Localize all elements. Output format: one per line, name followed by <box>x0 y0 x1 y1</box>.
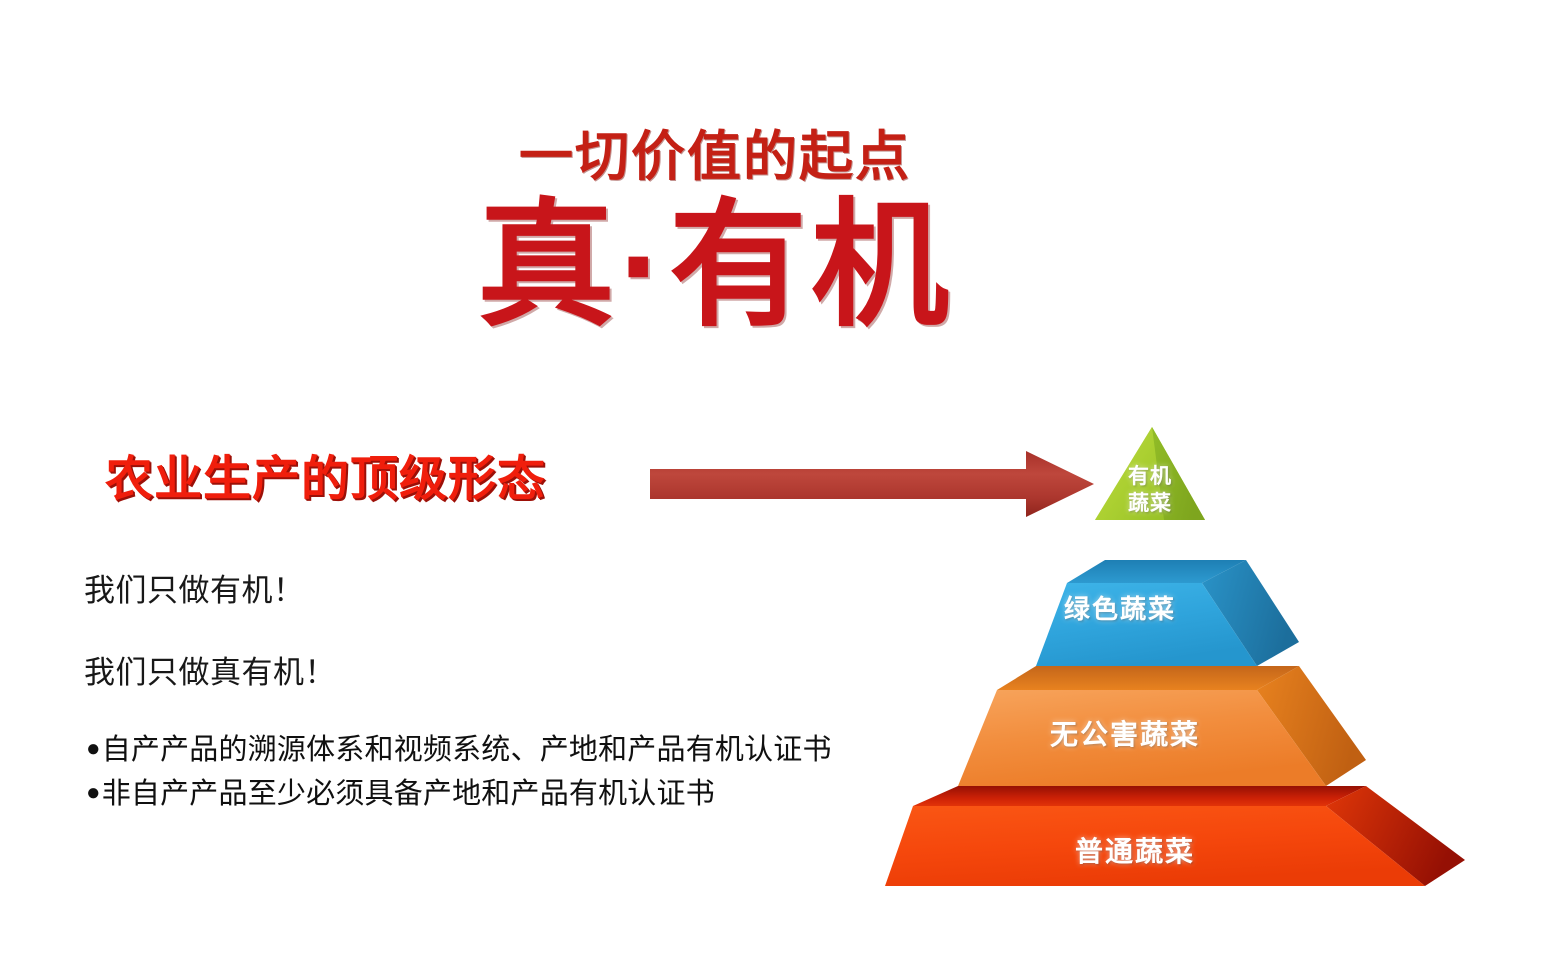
pyramid-tier-ordinary <box>885 786 1465 886</box>
bullet-dot-icon: ● <box>86 735 101 762</box>
statement-line-1: 我们只做有机！ <box>84 573 305 608</box>
bullet-text-2: 非自产产品至少必须具备产地和产品有机认证书 <box>101 778 715 810</box>
pyramid-tier-pollution-free <box>958 666 1366 786</box>
bullet-item-2: ●非自产产品至少必须具备产地和产品有机认证书 <box>86 774 715 813</box>
pyramid-tier-organic <box>1095 427 1205 520</box>
bullet-text-1: 自产产品的溯源体系和视频系统、产地和产品有机认证书 <box>101 734 832 766</box>
bullet-dot-icon: ● <box>86 779 101 806</box>
right-arrow-icon <box>648 449 1096 519</box>
bullet-item-1: ●自产产品的溯源体系和视频系统、产地和产品有机认证书 <box>86 730 832 769</box>
slide-main-title: 真·有机 <box>477 189 953 343</box>
statement-line-2: 我们只做真有机！ <box>84 655 336 690</box>
section-heading: 农业生产的顶级形态 <box>105 453 547 506</box>
quality-pyramid-diagram <box>858 408 1498 908</box>
slide-subtitle: 一切价值的起点 <box>519 127 911 187</box>
pyramid-tier-green-vegetable <box>1036 560 1299 666</box>
